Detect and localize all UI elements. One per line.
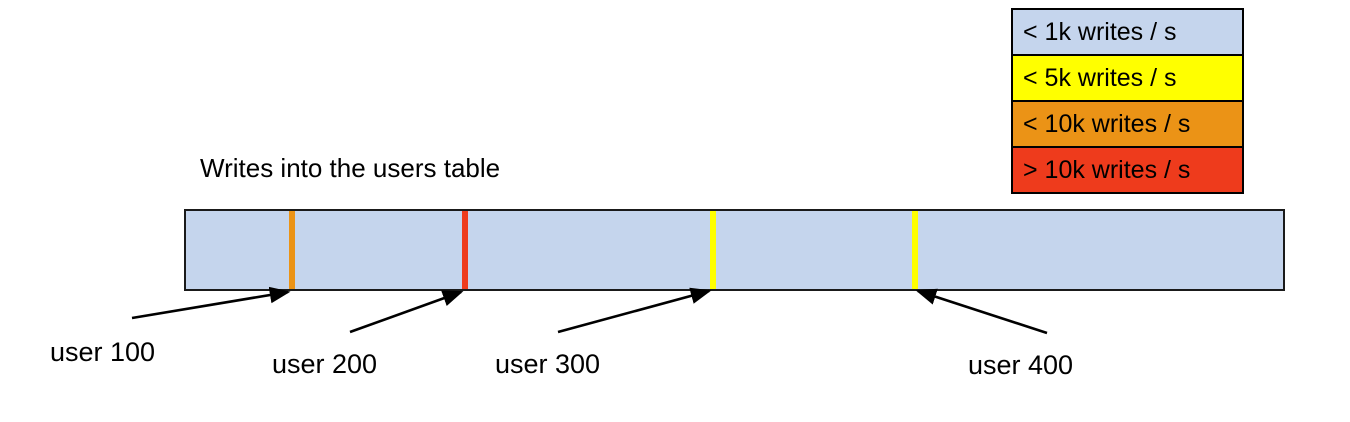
label-user-100: user 100	[50, 337, 156, 367]
label-user-200: user 200	[272, 349, 378, 379]
label-user-300: user 300	[495, 349, 601, 379]
legend-row-under-5k: < 5k writes / s	[1013, 56, 1242, 102]
legend-row-under-1k: < 1k writes / s	[1013, 10, 1242, 56]
legend: < 1k writes / s < 5k writes / s < 10k wr…	[1011, 8, 1244, 194]
arrow-user-300	[557, 287, 712, 334]
legend-label-under-10k: < 10k writes / s	[1023, 109, 1191, 138]
legend-label-under-5k: < 5k writes / s	[1023, 63, 1177, 92]
stripe-user-100	[289, 211, 295, 289]
legend-row-under-10k: < 10k writes / s	[1013, 102, 1242, 148]
chart-title: Writes into the users table	[200, 153, 501, 183]
users-table-bar	[184, 209, 1285, 291]
arrow-user-200	[349, 290, 464, 334]
stripe-user-200	[462, 211, 468, 289]
legend-row-over-10k: > 10k writes / s	[1013, 148, 1242, 192]
label-user-400: user 400	[968, 350, 1074, 380]
stripe-user-400	[912, 211, 918, 289]
legend-label-under-1k: < 1k writes / s	[1023, 17, 1177, 46]
arrow-user-400	[915, 288, 1048, 335]
arrow-user-100	[131, 286, 291, 320]
legend-label-over-10k: > 10k writes / s	[1023, 155, 1191, 184]
stripe-user-300	[710, 211, 716, 289]
